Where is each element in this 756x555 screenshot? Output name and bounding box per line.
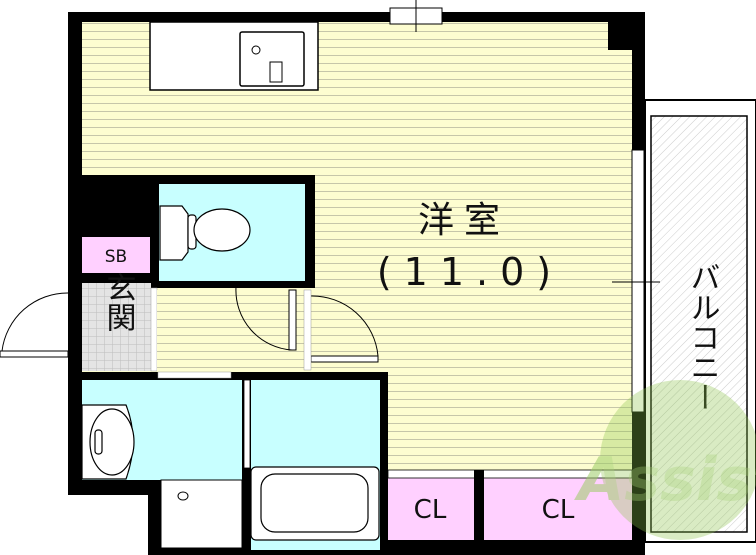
hallway-floor [157,290,304,373]
closet-1 [388,478,474,540]
entrance-label: 玄関 [101,272,136,332]
main-room-size: (11.0) [377,250,563,294]
toilet-icon [159,205,251,261]
main-room-name: 洋室 [418,200,510,241]
door-entrance[interactable] [0,292,69,358]
closet-2 [484,478,632,540]
shoe-box-label: SB [105,247,127,267]
shoe-box [82,237,150,273]
entrance-floor [82,283,151,371]
balcony-label: バルコニー [685,262,720,412]
washbasin-icon [81,404,135,480]
window-balcony[interactable] [631,149,645,413]
closet-2-label: CL [542,495,575,525]
watermark-text: Assist [574,445,756,515]
laundry-pan [160,479,243,549]
sink-icon [239,31,305,87]
assist-logo: Assist [574,380,756,540]
bathtub-icon [250,466,380,541]
closet-1-label: CL [414,495,447,525]
door-toilet[interactable] [235,286,297,351]
